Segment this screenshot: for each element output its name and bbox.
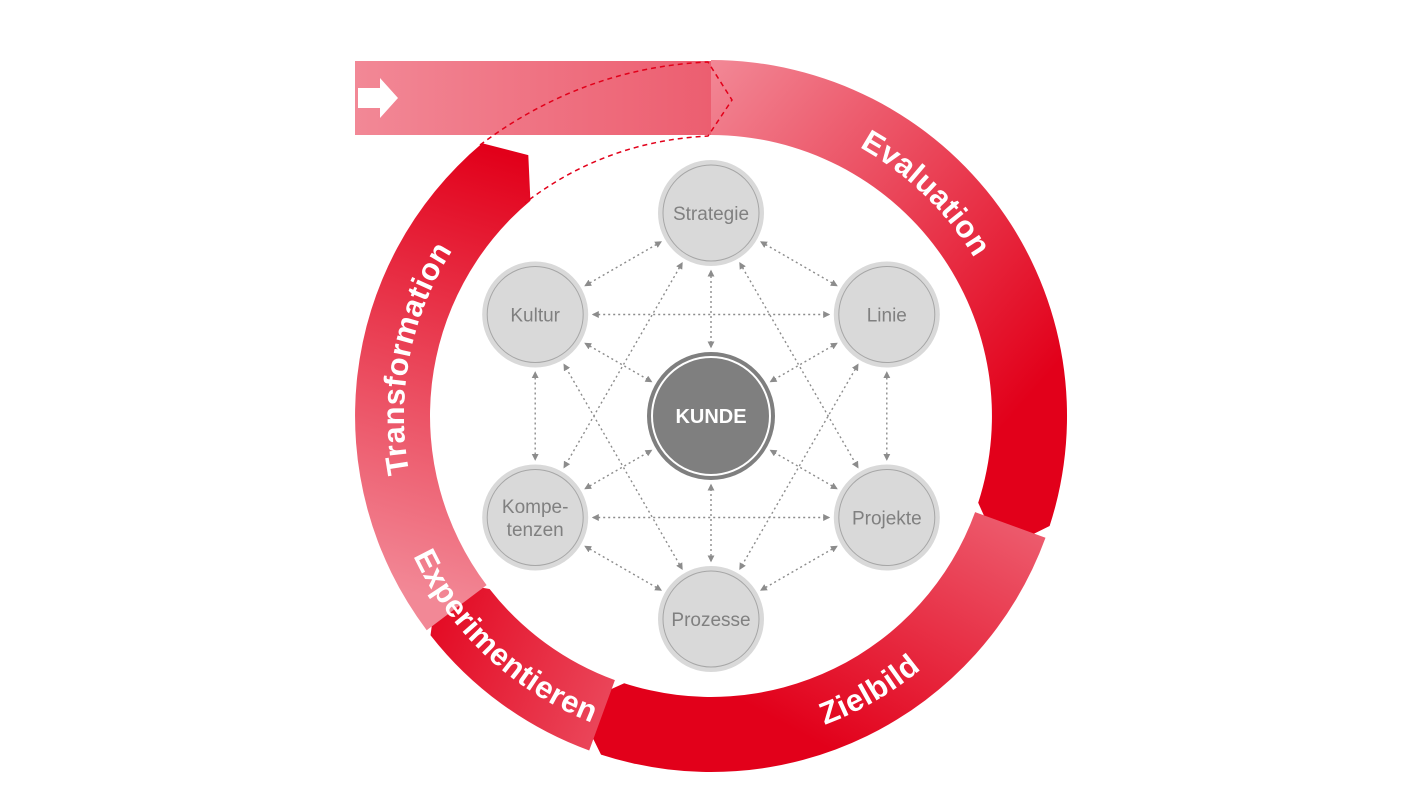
- node-prozesse-ring: [662, 570, 760, 668]
- connector-strategie-linie: [759, 241, 838, 287]
- connector-kompetenzen-kunde: [584, 449, 653, 490]
- node-strategie-label: Strategie: [673, 204, 749, 225]
- node-kompetenzen-ring: [486, 469, 584, 566]
- center-node-outer: [647, 352, 775, 480]
- arrow-right-icon: [358, 78, 398, 118]
- node-strategie-ring: [662, 164, 760, 262]
- entry-bar-shape: [355, 61, 725, 135]
- node-kultur-label: Kultur: [510, 306, 560, 327]
- node-kompetenzen-label: Kompe-: [502, 497, 569, 518]
- connector-prozesse-kompetenzen: [584, 545, 663, 591]
- ring-segment-experimentieren: [430, 580, 615, 751]
- entry-bar: [355, 61, 725, 135]
- dashed-transition-path: [479, 61, 733, 204]
- node-projekte: Projekte: [833, 464, 940, 571]
- node-prozesse-label: Prozesse: [671, 610, 750, 631]
- connector-kultur-kunde: [584, 342, 653, 383]
- node-prozesse-outer: [658, 566, 764, 672]
- node-kompetenzen: Kompe-tenzen: [482, 464, 589, 571]
- node-linie: Linie: [833, 261, 940, 368]
- ring-segment-zielbild: [576, 512, 1046, 773]
- connector-lines: [531, 241, 891, 591]
- node-linie-label: Linie: [867, 306, 907, 327]
- node-projekte-label: Projekte: [852, 509, 922, 530]
- ring-segments: [355, 59, 1068, 773]
- node-kultur: Kultur: [482, 261, 589, 368]
- node-kompetenzen-label: tenzen: [507, 520, 564, 541]
- connector-kultur-strategie: [584, 241, 663, 287]
- connector-projekte-prozesse: [759, 545, 838, 591]
- node-projekte-outer: [833, 464, 940, 571]
- node-projekte-ring: [838, 469, 936, 566]
- center-node-ring: [651, 356, 771, 476]
- node-kultur-outer: [482, 261, 589, 368]
- node-kultur-ring: [486, 266, 584, 363]
- connector-projekte-kunde: [769, 449, 838, 490]
- ring-segment-evaluation: [711, 59, 1068, 551]
- connector-linie-prozesse: [739, 363, 859, 571]
- node-strategie: Strategie: [658, 160, 764, 266]
- ring-segment-transformation: [355, 143, 531, 631]
- node-kompetenzen-outer: [482, 464, 589, 571]
- node-prozesse: Prozesse: [658, 566, 764, 672]
- node-linie-ring: [838, 266, 936, 363]
- connector-linie-kunde: [769, 342, 838, 383]
- node-linie-outer: [833, 261, 940, 368]
- center-label: KUNDE: [675, 406, 746, 428]
- center-node: KUNDE: [647, 352, 775, 480]
- node-strategie-outer: [658, 160, 764, 266]
- connector-prozesse-kultur: [563, 363, 683, 571]
